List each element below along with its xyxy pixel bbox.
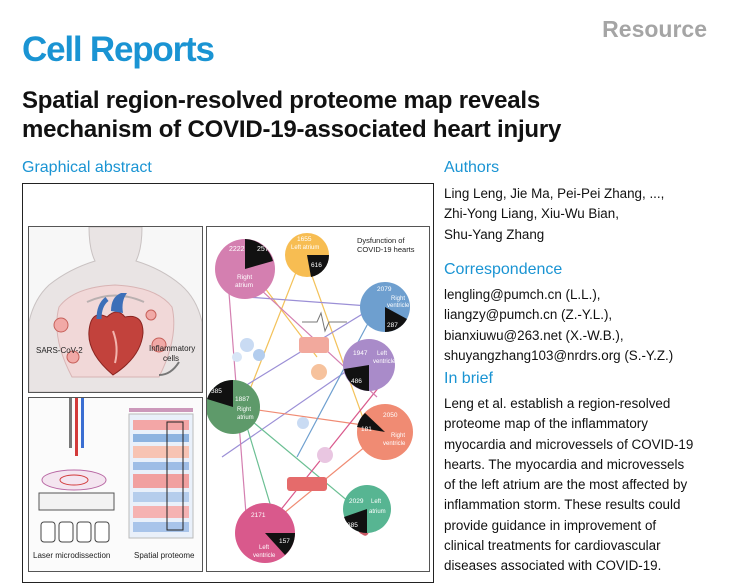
svg-text:ventricle: ventricle: [253, 553, 276, 559]
svg-text:ventricle: ventricle: [383, 441, 406, 447]
in-brief-text: Leng et al. establish a region-resolved …: [444, 394, 740, 577]
journal-name: Cell Reports: [22, 30, 215, 69]
svg-text:181: 181: [361, 426, 372, 433]
graphical-abstract-figure: SARS-CoV-2 Inflammatory cells: [22, 183, 434, 583]
node-right-atrium-top: 2222 257 Right atrium: [215, 239, 275, 299]
in-brief-line-6: inflammation storm. These results could: [444, 497, 681, 513]
correspondence-line-1[interactable]: lengling@pumch.cn (L.L.),: [444, 287, 601, 302]
panel-torso-heart: SARS-CoV-2 Inflammatory cells: [28, 226, 203, 393]
panel-microdissection: Laser microdissection Spatial proteome: [28, 397, 203, 572]
svg-text:2222: 2222: [229, 246, 245, 253]
svg-text:287: 287: [387, 322, 398, 329]
in-brief-line-5: of the left atrium are the most affected…: [444, 477, 688, 493]
in-brief-line-8: clinical treatments for cardiovascular: [444, 538, 661, 554]
node-right-ventricle-top: 2079 Right ventricle 287: [360, 282, 410, 333]
svg-text:atrium: atrium: [369, 509, 386, 515]
authors-list: Ling Leng, Jie Ma, Pei-Pei Zhang, ..., Z…: [444, 184, 740, 245]
authors-line-1: Ling Leng, Jie Ma, Pei-Pei Zhang, ...,: [444, 186, 665, 201]
svg-text:Left: Left: [371, 499, 381, 505]
svg-text:1887: 1887: [235, 396, 250, 403]
svg-text:1655: 1655: [297, 236, 312, 243]
authors-heading: Authors: [444, 159, 500, 176]
proteome-label: Spatial proteome: [134, 551, 195, 560]
svg-text:616: 616: [311, 262, 322, 269]
node-left-atrium-bottom: 2029 Left atrium 385: [343, 485, 391, 534]
virus-label: SARS-CoV-2: [36, 346, 83, 355]
svg-text:atrium: atrium: [237, 415, 254, 421]
panel-network: Dysfunction of COVID-19 hearts: [206, 226, 430, 572]
node-left-ventricle-top: 1947 Left ventricle 486: [343, 339, 396, 391]
microdissection-label: Laser microdissection: [33, 551, 110, 560]
dysfunction-label-2: COVID-19 hearts: [357, 245, 415, 254]
correspondence-line-3[interactable]: bianxiuwu@263.net (X.-W.B.),: [444, 327, 624, 343]
svg-text:2171: 2171: [251, 512, 266, 519]
network-illustration: Dysfunction of COVID-19 hearts: [206, 233, 415, 563]
tube-rack-icon: [40, 521, 110, 543]
svg-text:1947: 1947: [353, 350, 368, 357]
svg-text:ventricle: ventricle: [373, 359, 396, 365]
in-brief-line-1: Leng et al. establish a region-resolved: [444, 396, 671, 411]
microdissection-illustration: Laser microdissection Spatial proteome: [33, 398, 195, 560]
svg-text:257: 257: [257, 246, 269, 253]
svg-text:2079: 2079: [377, 286, 392, 293]
svg-text:2050: 2050: [383, 412, 398, 419]
svg-text:Right: Right: [391, 433, 405, 439]
in-brief-line-4: hearts. The myocardia and microvessels: [444, 456, 685, 472]
svg-text:atrium: atrium: [235, 282, 253, 289]
cells-label-1: Inflammatory: [149, 344, 195, 353]
svg-text:385: 385: [347, 522, 358, 529]
graphical-abstract-heading: Graphical abstract: [22, 159, 152, 176]
correspondence-heading: Correspondence: [444, 261, 563, 278]
torso-heart-illustration: SARS-CoV-2 Inflammatory cells: [28, 226, 203, 393]
virus-icon: [53, 309, 167, 364]
svg-text:157: 157: [279, 538, 290, 545]
svg-text:ventricle: ventricle: [387, 303, 410, 309]
in-brief-line-9: diseases associated with COVID-19.: [444, 558, 662, 574]
node-left-atrium-top: 1655 Left atrium 616: [285, 233, 330, 277]
svg-text:385: 385: [211, 388, 222, 395]
cell-cluster-icon: [232, 338, 333, 463]
correspondence-line-2[interactable]: liangzy@pumch.cn (Z.-Y.L.),: [444, 307, 613, 323]
heart-icon: [88, 293, 144, 376]
title-line-1: Spatial region-resolved proteome map rev…: [22, 87, 541, 114]
svg-text:Left: Left: [377, 351, 387, 357]
heatmap-icon: [128, 408, 194, 539]
cells-label-2: cells: [163, 354, 179, 363]
node-left-ventricle-bottom: 2171 157 Left ventricle: [235, 503, 295, 563]
article-type-label: Resource: [602, 16, 707, 42]
correspondence-list: lengling@pumch.cn (L.L.), liangzy@pumch.…: [444, 285, 740, 366]
svg-text:Left: Left: [259, 545, 269, 551]
svg-text:486: 486: [351, 378, 362, 385]
svg-text:2029: 2029: [349, 498, 364, 505]
svg-text:Right: Right: [237, 407, 251, 413]
authors-line-2: Zhi-Yong Liang, Xiu-Wu Bian,: [444, 206, 619, 222]
article-title: Spatial region-resolved proteome map rev…: [22, 86, 722, 144]
in-brief-heading: In brief: [444, 370, 493, 387]
svg-text:Right: Right: [391, 296, 405, 302]
dysfunction-label-1: Dysfunction of: [357, 236, 405, 245]
correspondence-line-4[interactable]: shuyangzhang103@nrdrs.org (S.-Y.Z.): [444, 347, 674, 363]
in-brief-line-3: myocardia and microvessels of COVID-19: [444, 436, 694, 452]
in-brief-line-2: proteome map of the inflammatory: [444, 416, 648, 432]
authors-line-3: Shu-Yang Zhang: [444, 226, 545, 242]
node-right-ventricle-bottom: 2050 181 Right ventricle: [357, 404, 413, 460]
node-right-atrium-bottom: 385 1887 Right atrium: [206, 379, 260, 434]
svg-text:Right: Right: [237, 274, 252, 281]
in-brief-line-7: provide guidance in improvement of: [444, 517, 657, 533]
title-line-2: mechanism of COVID-19-associated heart i…: [22, 116, 562, 143]
svg-text:Left atrium: Left atrium: [291, 245, 319, 251]
